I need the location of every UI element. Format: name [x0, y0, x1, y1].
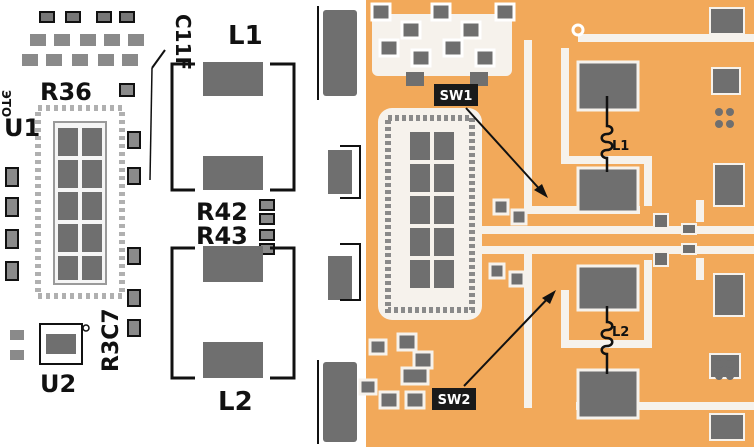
l1-inductor-footprint	[170, 62, 296, 192]
c11f-leader-line	[151, 49, 166, 69]
label-r42: R42	[196, 198, 248, 226]
output-pads	[653, 7, 745, 441]
r42-r43-pads	[259, 199, 275, 255]
u1-qfn-footprint	[35, 105, 125, 299]
l1-inductor-copper	[576, 60, 640, 214]
top-pad-row	[22, 11, 144, 66]
label-l2-left: L2	[218, 387, 253, 417]
label-l1-right: L1	[612, 139, 629, 154]
sw2-callout: SW2	[432, 290, 556, 410]
via-clusters	[571, 23, 734, 380]
c11f-bracket	[149, 67, 153, 181]
label-u2: U2	[40, 370, 76, 398]
label-l2-right: L2	[612, 325, 629, 340]
top-pad-cluster	[370, 2, 516, 86]
l1-coil-icon	[600, 96, 614, 172]
right-panel-copper-view: L1 L2	[300, 0, 754, 447]
label-r36: R36	[40, 78, 92, 106]
l2-inductor-copper	[576, 264, 640, 420]
label-c11f: C11F	[171, 14, 195, 70]
label-u1: U1	[4, 114, 40, 142]
u1-side-pads	[5, 83, 141, 337]
label-l1-left: L1	[228, 21, 263, 51]
sw2-label: SW2	[438, 393, 471, 408]
sw2-arrowhead-icon	[542, 290, 556, 304]
label-edge-fragment: ЭТО	[0, 90, 13, 117]
ic-support-pads	[358, 198, 528, 410]
sw1-callout: SW1	[434, 84, 548, 198]
sw1-label: SW1	[440, 89, 473, 104]
switch-ic-qfn	[378, 108, 482, 320]
label-r43: R43	[196, 222, 248, 250]
label-r3c7: R3C7	[99, 308, 124, 372]
l2-coil-icon	[600, 306, 614, 374]
sw1-arrowhead-icon	[534, 184, 548, 198]
u2-footprint	[10, 323, 90, 365]
edge-large-pads	[317, 6, 361, 444]
l2-inductor-footprint	[170, 246, 296, 380]
